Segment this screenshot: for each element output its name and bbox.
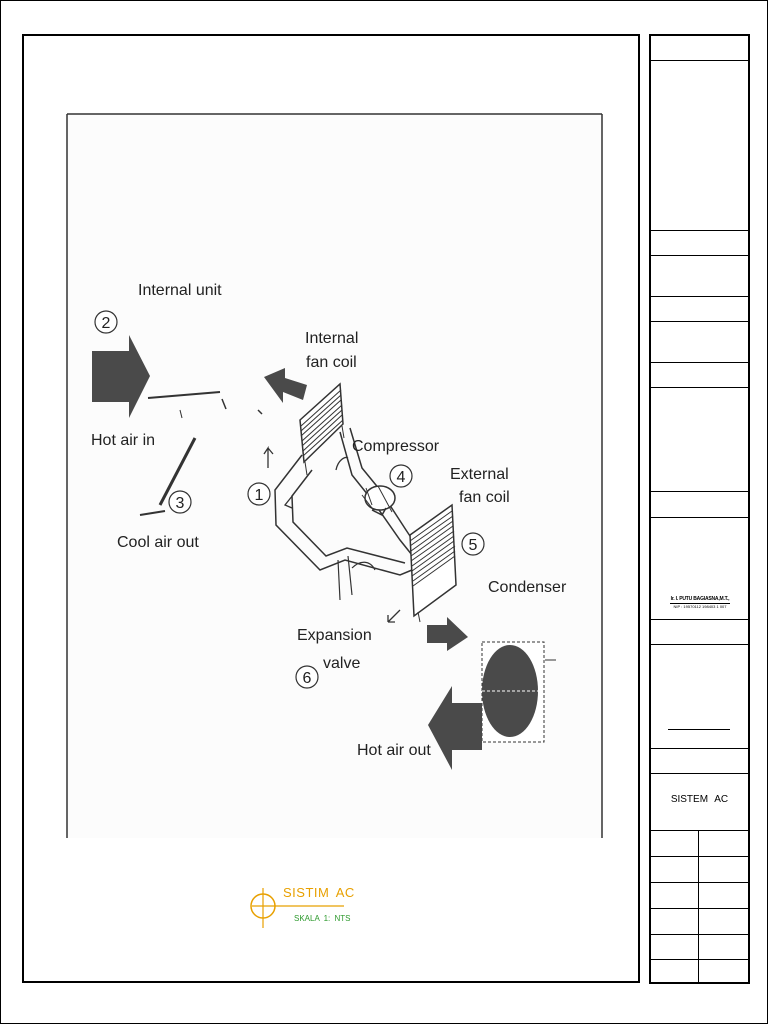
sheet-title: SISTEM AC <box>670 794 729 805</box>
flow-arrow <box>283 494 294 509</box>
label-cool-air-out: Cool air out <box>117 534 199 551</box>
title-block <box>649 34 750 984</box>
compressor <box>361 485 396 516</box>
title-block-divider <box>651 387 748 388</box>
internal-unit-flap <box>179 409 183 419</box>
internal-unit-flap <box>221 398 227 410</box>
step-marker-1: 1 <box>247 482 271 506</box>
label-expansion-valve-line2: valve <box>323 655 360 672</box>
step-number: 3 <box>176 495 185 512</box>
cool-air-louver <box>158 437 197 506</box>
flow-arrow <box>335 456 349 471</box>
designer-name: Ir. I. PUTU BAGIASNA,M.T., <box>670 596 730 602</box>
title-block-divider <box>651 773 748 774</box>
title-block-divider <box>651 230 748 231</box>
step-number: 1 <box>255 487 264 504</box>
title-block-divider <box>651 255 748 256</box>
title-block-divider <box>651 882 748 883</box>
signature-line <box>668 729 730 730</box>
label-condenser: Condenser <box>488 579 567 596</box>
title-block-divider <box>651 362 748 363</box>
label-hot-air-out: Hot air out <box>357 742 431 759</box>
designer-underline <box>670 603 730 604</box>
title-block-column-divider <box>698 830 699 984</box>
condenser-inlet-arrow <box>427 617 468 651</box>
flow-arrow <box>263 445 274 468</box>
step-marker-5: 5 <box>461 532 485 556</box>
internal-fan-coil <box>299 382 345 476</box>
internal-unit-flap <box>257 409 263 415</box>
external-fan-coil <box>409 503 457 623</box>
label-external-fan-coil-line2: fan coil <box>459 489 510 506</box>
label-internal-fan-coil-line1: Internal <box>305 330 358 347</box>
title-block-divider <box>651 517 748 518</box>
title-block-divider <box>651 856 748 857</box>
title-block-divider <box>651 644 748 645</box>
step-marker-3: 3 <box>168 490 192 514</box>
step-marker-2: 2 <box>94 310 118 334</box>
title-block-divider <box>651 321 748 322</box>
caption-symbol <box>250 888 344 928</box>
label-expansion-valve-line1: Expansion <box>297 627 372 644</box>
label-internal-fan-coil-line2: fan coil <box>306 354 357 371</box>
step-marker-6: 6 <box>295 665 319 689</box>
title-block-divider <box>651 491 748 492</box>
internal-unit-flap <box>147 391 221 399</box>
label-internal-unit: Internal unit <box>138 282 222 299</box>
title-block-divider <box>651 959 748 960</box>
flow-arrow <box>387 609 401 623</box>
refrigerant-pipe <box>274 454 413 576</box>
drawing-frame <box>22 34 640 983</box>
internal-return-arrow <box>264 368 307 403</box>
step-marker-4: 4 <box>389 464 413 488</box>
hot-air-out-arrow <box>428 686 482 770</box>
cool-air-louver <box>139 510 166 516</box>
designer-nip: NIP : 19570112 198403 1 007 <box>673 604 727 609</box>
label-compressor: Compressor <box>352 438 440 455</box>
title-block-divider <box>651 748 748 749</box>
title-block-divider <box>651 296 748 297</box>
label-hot-air-in: Hot air in <box>91 432 155 449</box>
step-number: 5 <box>469 537 478 554</box>
refrigerant-pipe <box>291 469 406 564</box>
hot-air-in-arrow <box>92 335 150 418</box>
title-block-divider <box>651 619 748 620</box>
title-block-divider <box>651 934 748 935</box>
step-number: 2 <box>102 315 111 332</box>
step-number: 4 <box>397 469 406 486</box>
title-block-divider <box>651 830 748 831</box>
title-block-divider <box>651 908 748 909</box>
step-number: 6 <box>303 670 312 687</box>
condenser <box>481 641 556 743</box>
label-external-fan-coil-line1: External <box>450 466 509 483</box>
expansion-valve-pipe <box>337 555 376 601</box>
title-block-divider <box>651 60 748 61</box>
caption-scale: SKALA 1: NTS <box>294 914 351 923</box>
caption-title: SISTIM AC <box>283 885 355 900</box>
